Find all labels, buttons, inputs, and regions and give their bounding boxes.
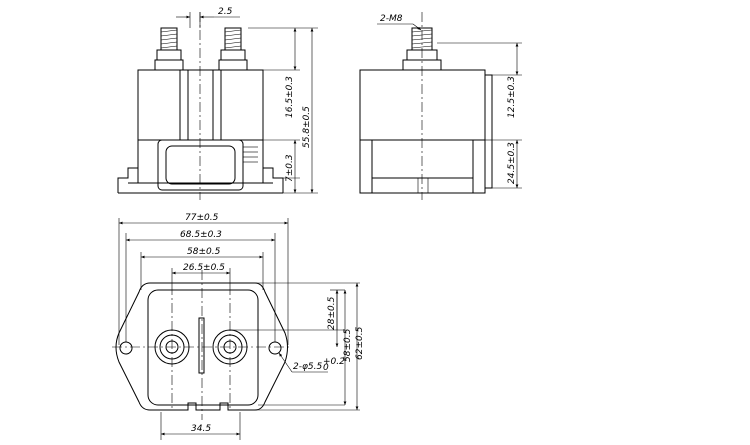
plan-mount-holes-tol-lower: 0: [323, 363, 329, 373]
plan-mount-holes-tol-upper: +0.2: [323, 357, 345, 367]
side-view: 2-M8 12.5±0.3 24.5±0.3: [359, 12, 522, 200]
plan-bottom-width-label: 34.5: [191, 424, 211, 434]
plan-body-height-label: 58±0.5: [343, 328, 353, 362]
plan-view: 77±0.5 68.5±0.3 58±0.5 26.5±0.5 34.5 28±…: [112, 213, 365, 440]
plan-mount-holes-label: 2-φ5.5: [293, 362, 322, 372]
front-base-height-label: 7±0.3: [285, 154, 295, 182]
plan-hole-height-label: 28±0.5: [327, 296, 337, 330]
side-top-height-label: 12.5±0.3: [507, 76, 517, 118]
plan-overall-width-label: 77±0.5: [185, 213, 219, 223]
side-lower-height-label: 24.5±0.3: [507, 142, 517, 184]
plan-pitch-inner-label: 26.5±0.5: [183, 263, 225, 273]
front-terminal-gap-label: 2.5: [218, 7, 233, 17]
front-total-height-label: 55.8±0.5: [302, 106, 312, 148]
side-thread-label: 2-M8: [380, 14, 403, 24]
plan-body-width-label: 68.5±0.3: [180, 230, 222, 240]
front-view: 2.5 16.5±0.3 55.8±0.5 7±0.3: [117, 7, 318, 200]
right-terminal: [218, 27, 248, 71]
plan-overall-height-label: 62±0.5: [355, 326, 365, 360]
left-terminal: [154, 27, 184, 71]
front-top-height-label: 16.5±0.3: [285, 76, 295, 118]
plan-pitch-outer-label: 58±0.5: [187, 247, 221, 257]
